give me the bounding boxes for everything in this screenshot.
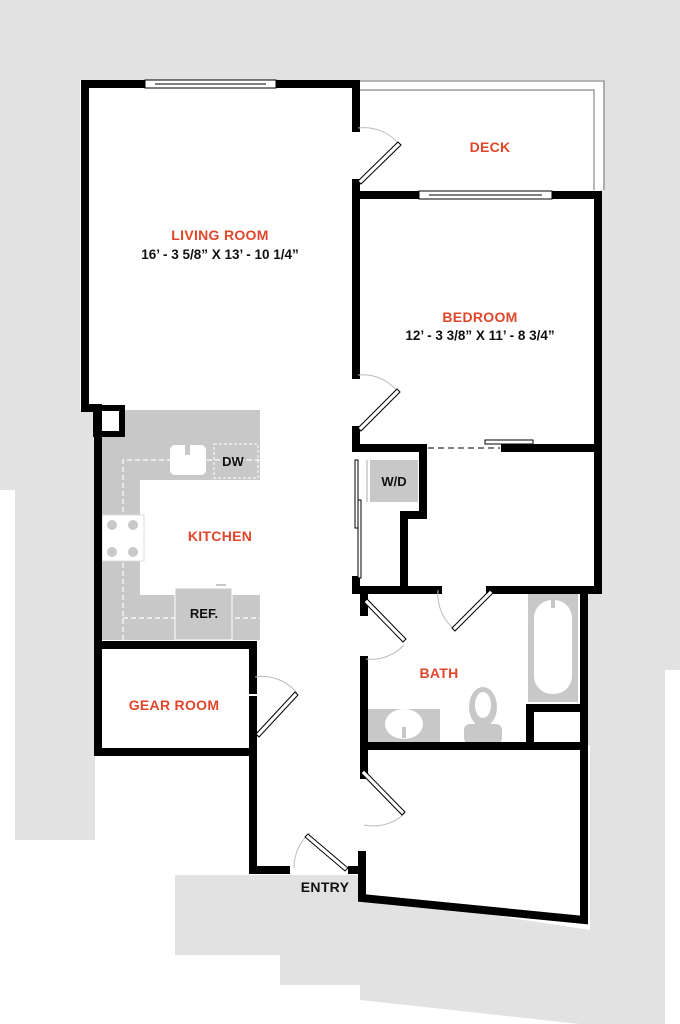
bedroom-door[interactable] xyxy=(357,374,401,432)
bedroom-label: BEDROOM xyxy=(442,309,517,325)
bath-closet-door[interactable] xyxy=(437,589,494,632)
deck-label: DECK xyxy=(470,139,511,155)
living-room-dimensions: 16’ - 3 5/8” X 13’ - 10 1/4” xyxy=(141,247,299,262)
bedroom-sliding-door[interactable] xyxy=(428,439,534,449)
dishwasher-icon xyxy=(213,443,259,479)
sink-faucet-icon xyxy=(185,443,190,455)
bedroom-floor xyxy=(350,190,600,590)
bath-faucet-icon xyxy=(402,727,406,738)
entry-door[interactable] xyxy=(293,832,349,872)
living-room-floor xyxy=(80,80,360,410)
gear-room-door[interactable] xyxy=(254,675,299,738)
washer-dryer-label: W/D xyxy=(381,474,406,489)
closet-swing-door[interactable] xyxy=(360,769,406,827)
toilet-seat-icon xyxy=(475,692,491,718)
tub-drain-icon xyxy=(551,600,555,608)
tub-basin-icon xyxy=(534,600,572,694)
refrigerator-icon xyxy=(174,587,233,641)
dishwasher-label: DW xyxy=(222,454,244,469)
living-room-label: LIVING ROOM xyxy=(171,227,268,243)
fridge-handle-icon xyxy=(216,584,226,586)
kitchen-sink-icon xyxy=(170,445,206,475)
entry-label: ENTRY xyxy=(301,879,350,895)
refrigerator-label: REF. xyxy=(190,606,218,621)
deck-door[interactable] xyxy=(357,127,402,185)
doors xyxy=(254,127,534,872)
walls xyxy=(81,80,602,925)
deck-railing xyxy=(360,80,605,190)
bath-sink-icon xyxy=(385,709,423,739)
closet-floor xyxy=(360,745,590,930)
deck-floor xyxy=(360,80,603,190)
gear-room-label: GEAR ROOM xyxy=(129,697,220,713)
toilet-tank-icon xyxy=(464,724,502,744)
burner-icons xyxy=(107,520,138,557)
closet-door[interactable] xyxy=(354,459,362,579)
kitchen-label: KITCHEN xyxy=(188,528,252,544)
windows xyxy=(144,79,553,200)
bath-door[interactable] xyxy=(363,598,407,660)
bath-label: BATH xyxy=(419,665,458,681)
bedroom-dimensions: 12’ - 3 3/8” X 11’ - 8 3/4” xyxy=(405,328,554,343)
washer-dryer-icon xyxy=(370,460,418,502)
floor-areas xyxy=(80,80,603,930)
